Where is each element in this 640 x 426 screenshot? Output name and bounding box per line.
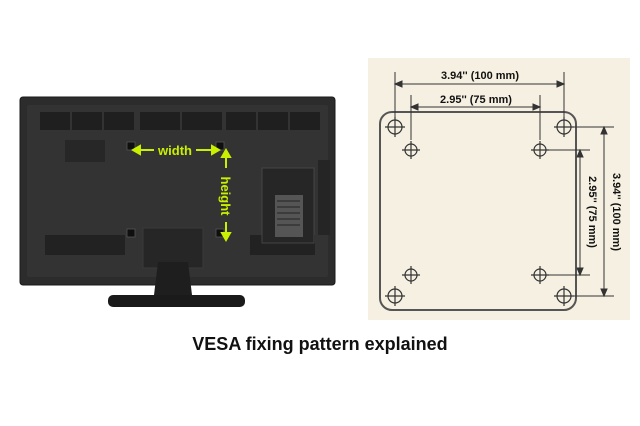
inner-vertical-dimension (548, 148, 590, 277)
hole-outer-bottom-left (385, 286, 405, 306)
hole-outer-bottom-right (554, 286, 574, 306)
inner-horizontal-dimension (409, 95, 542, 140)
tv-spec-label (275, 195, 303, 237)
outer-horizontal-dimension (393, 72, 566, 120)
inner-horizontal-label: 2.95'' (75 mm) (440, 94, 512, 106)
width-arrow (130, 144, 222, 156)
tv-stand (154, 262, 192, 295)
tv-side-ports (318, 160, 330, 235)
height-arrow (220, 147, 232, 243)
tv-top-vents (40, 112, 320, 130)
tv-left-grille (65, 140, 105, 162)
hole-inner-bottom-left (402, 266, 420, 284)
height-label: height (218, 177, 233, 217)
outer-vertical-label: 3.94'' (100 mm) (610, 173, 622, 251)
hole-inner-bottom-right (531, 266, 549, 284)
tv-vesa-hole-bl (126, 228, 136, 238)
caption: VESA fixing pattern explained (192, 334, 448, 354)
hole-outer-top-left (385, 117, 405, 137)
inner-vertical-label: 2.95'' (75 mm) (586, 176, 598, 248)
hole-inner-top-left (402, 141, 420, 159)
tv-stand-mount (142, 227, 204, 269)
mounting-plate (379, 111, 577, 311)
tv-stand-base (108, 295, 245, 307)
hole-outer-top-right (554, 117, 574, 137)
hole-inner-top-right (531, 141, 549, 159)
outer-horizontal-label: 3.94'' (100 mm) (441, 70, 519, 82)
outer-vertical-dimension (570, 125, 614, 298)
width-label: width (157, 143, 192, 158)
